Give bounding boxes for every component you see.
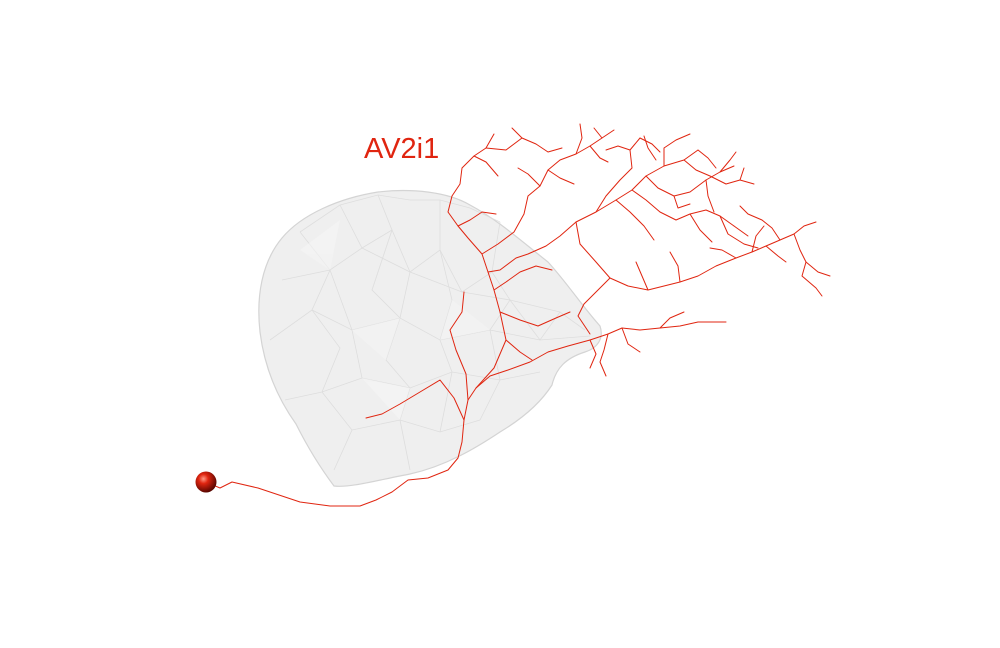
soma-sphere (195, 471, 217, 493)
neuron-arbor (205, 123, 831, 507)
brain-region-mesh (258, 189, 602, 487)
neuron-label: AV2i1 (364, 133, 440, 165)
